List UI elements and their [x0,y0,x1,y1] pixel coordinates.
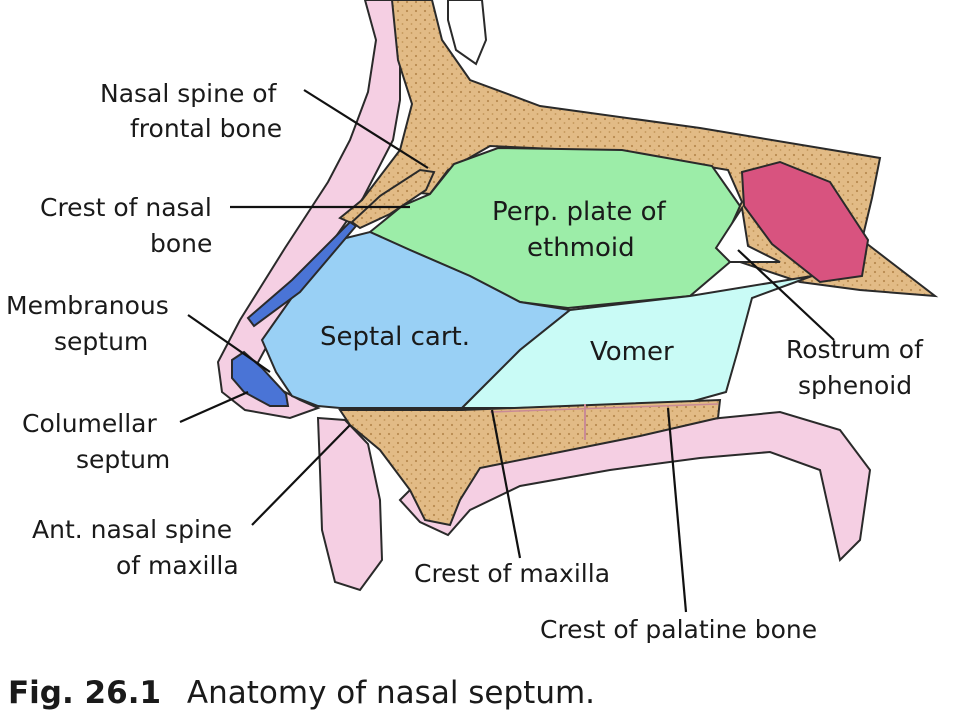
nasal-bone [350,168,436,230]
region-perp-plate-1: Perp. plate of [492,197,666,227]
figure-title: Anatomy of nasal septum. [187,675,595,711]
label-membranous-septum-2: septum [54,327,148,356]
septal-cartilage [260,230,573,409]
label-columellar-septum-2: septum [76,445,170,474]
label-rostrum-2: sphenoid [798,371,912,400]
label-ant-nasal-spine-2: of maxilla [116,551,239,580]
region-septal-cart: Septal cart. [320,322,470,352]
leader-membranous-septum [187,314,271,373]
label-crest-maxilla: Crest of maxilla [414,559,610,588]
leader-ant-nasal-spine [251,424,351,526]
leader-crest-maxilla [490,409,522,559]
label-crest-nasal-bone-2: bone [150,229,212,258]
leader-rostrum [737,249,835,341]
figure-number: Fig. 26.1 [8,675,161,711]
maxilla-crest-bone [338,398,722,527]
rostrum-of-sphenoid [714,205,781,263]
leader-nasal-spine-frontal [303,89,429,169]
figure-caption: Fig. 26.1 Anatomy of nasal septum. [8,675,595,711]
label-rostrum-1: Rostrum of [786,335,924,364]
label-columellar-septum-1: Columellar [22,409,157,438]
suture-line-2 [489,403,719,413]
sphenoid-sinus [740,160,870,284]
label-crest-palatine: Crest of palatine bone [540,615,817,644]
upper-lip-tissue [316,416,384,592]
label-ant-nasal-spine-1: Ant. nasal spine [32,515,232,544]
label-nasal-spine-frontal-1: Nasal spine of [100,79,278,108]
leader-columellar-septum [179,390,249,424]
frontal-sinus-gap [447,0,488,66]
label-membranous-septum-1: Membranous [6,291,169,320]
label-crest-nasal-bone-1: Crest of nasal [40,193,212,222]
region-vomer: Vomer [590,337,674,367]
leader-crest-palatine [666,407,688,613]
region-perp-plate-2: ethmoid [527,233,635,263]
label-nasal-spine-frontal-2: frontal bone [130,114,282,143]
